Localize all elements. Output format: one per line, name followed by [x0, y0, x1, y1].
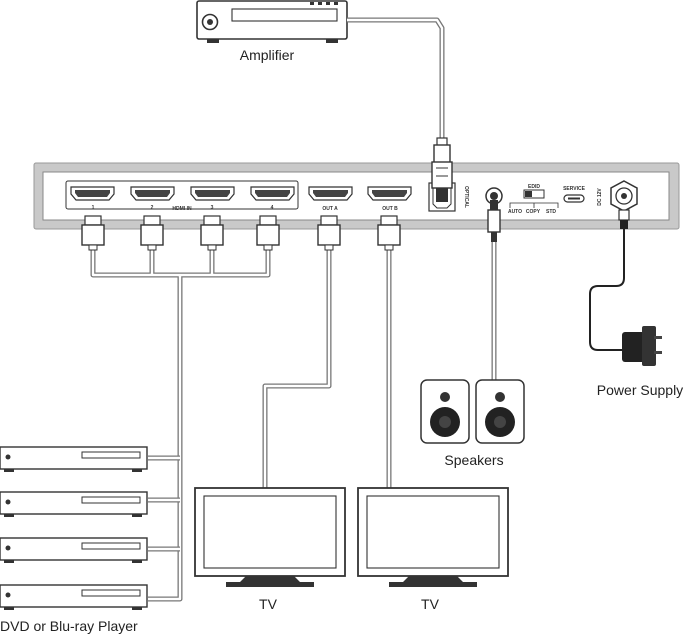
hdmi-out-a-port[interactable] [308, 186, 353, 201]
hdmi-plug-out-a [317, 215, 341, 251]
source-label: DVD or Blu-ray Player [0, 618, 138, 634]
amplifier-device [196, 0, 348, 43]
power-supply-label: Power Supply [597, 382, 683, 398]
edid-mode-std: STD [546, 209, 556, 215]
player-1 [0, 446, 148, 472]
hdmi-plug-1 [81, 215, 105, 251]
hdmi-in-port-1[interactable] [70, 186, 115, 201]
speaker-left [420, 379, 470, 444]
dc-plug [618, 209, 630, 229]
hdmi-plug-2 [140, 215, 164, 251]
power-adapter [622, 326, 662, 366]
hdmi-in-port-2[interactable] [130, 186, 175, 201]
optical-cable [347, 17, 445, 142]
hdmi-in-port-4[interactable] [250, 186, 295, 201]
input-number-1: 1 [92, 205, 95, 211]
input-number-4: 4 [271, 205, 274, 211]
edid-mode-auto: AUTO [508, 209, 522, 215]
amplifier-label: Amplifier [240, 47, 295, 63]
dc-power-port[interactable] [610, 180, 638, 212]
dc-label: DC 12V [597, 188, 603, 206]
service-label: SERVICE [563, 186, 586, 192]
hdmi-plug-4 [256, 215, 280, 251]
hdmi-plug-out-b [377, 215, 401, 251]
tv-a-label: TV [259, 596, 278, 612]
speaker-right [475, 379, 525, 444]
audio-plug [487, 200, 501, 242]
out-b-label: OUT B [382, 206, 398, 212]
optical-plug [431, 137, 453, 202]
player-2 [0, 491, 148, 517]
tv-a [194, 487, 346, 587]
speakers-label: Speakers [444, 452, 503, 468]
edid-switch[interactable] [509, 189, 559, 208]
service-port[interactable] [563, 194, 585, 203]
edid-mode-copy: COPY [526, 209, 541, 215]
edid-label: EDID [528, 184, 540, 190]
player-4 [0, 584, 148, 610]
input-number-2: 2 [151, 205, 154, 211]
power-cable [589, 228, 625, 351]
optical-label: OPTICAL [463, 186, 469, 208]
input-number-3: 3 [211, 205, 214, 211]
player-3 [0, 537, 148, 563]
hdmi-plug-3 [200, 215, 224, 251]
hdmi-out-b-port[interactable] [367, 186, 412, 201]
tv-b [357, 487, 509, 587]
hdmi-in-label: HDMI IN [172, 206, 192, 212]
tv-b-label: TV [421, 596, 440, 612]
matrix-switch-panel [33, 162, 680, 230]
hdmi-in-port-3[interactable] [190, 186, 235, 201]
out-a-label: OUT A [322, 206, 338, 212]
out-a-cable [262, 248, 332, 489]
